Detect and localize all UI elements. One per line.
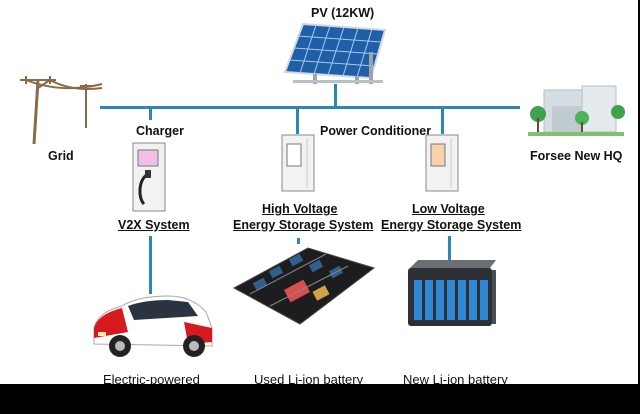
pv-drop-line bbox=[334, 84, 337, 108]
lv-ess-label-line2: Energy Storage System bbox=[381, 218, 522, 232]
hq-label: Forsee New HQ bbox=[530, 149, 623, 163]
v2x-to-car-line bbox=[149, 236, 152, 294]
electric-car-icon bbox=[93, 295, 213, 357]
charger-station-icon bbox=[132, 142, 166, 212]
battery-pack-icon bbox=[232, 247, 376, 325]
battery-module-icon bbox=[408, 260, 496, 326]
main-bus-line bbox=[100, 106, 520, 109]
new-battery-caption: New Li-ion battery bbox=[403, 372, 508, 384]
building-icon bbox=[528, 85, 625, 136]
lv-drop-line bbox=[441, 107, 444, 134]
ev-caption: Electric-powered bbox=[103, 372, 200, 384]
hv-drop-line bbox=[296, 107, 299, 134]
charger-drop-line bbox=[149, 107, 152, 120]
v2x-label: V2X System bbox=[118, 218, 190, 232]
hv-ess-label-line1: High Voltage bbox=[262, 202, 338, 216]
pv-label: PV (12KW) bbox=[311, 6, 375, 20]
hv-ess-label-line2: Energy Storage System bbox=[233, 218, 374, 232]
power-conditioner-label: Power Conditioner bbox=[320, 124, 432, 138]
power-pole-icon bbox=[20, 76, 103, 145]
lv-ess-label-line1: Low Voltage bbox=[412, 202, 485, 216]
solar-panel-icon bbox=[283, 22, 387, 84]
diagram-slide: PV (12KW) Grid bbox=[0, 0, 638, 384]
lv-to-battery-line bbox=[448, 236, 451, 260]
charger-label: Charger bbox=[136, 124, 184, 138]
grid-label: Grid bbox=[48, 149, 74, 163]
hv-to-battery-line bbox=[297, 238, 300, 244]
lv-power-conditioner-icon bbox=[425, 134, 459, 192]
hv-power-conditioner-icon bbox=[281, 134, 315, 192]
used-battery-caption: Used Li-ion battery bbox=[254, 372, 364, 384]
